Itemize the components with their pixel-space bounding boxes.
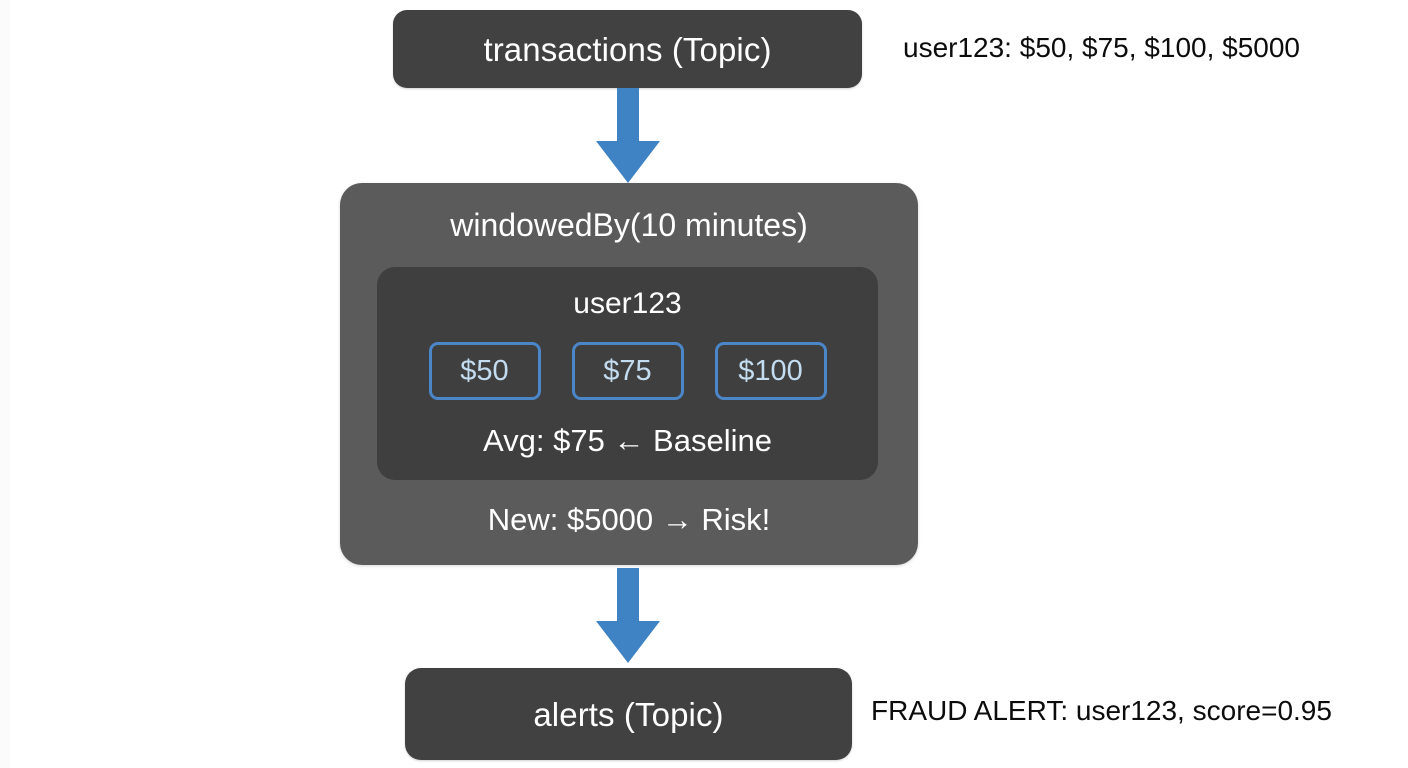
transactions-sample-note: user123: $50, $75, $100, $5000 [903,32,1301,63]
new-transaction-risk-text: New: $5000 → Risk! [487,502,771,537]
user-key-label: user123 [573,287,682,320]
alerts-topic-box[interactable]: alerts (Topic) [405,668,852,760]
windowed-processor-box[interactable]: windowedBy(10 minutes) user123 $50 $75 $… [340,183,918,565]
down-arrow-svg [596,88,660,183]
amount-chip[interactable]: $100 [714,342,827,400]
user-key-state-box[interactable]: user123 $50 $75 $100 Avg: $75 ← Baseline [377,267,878,480]
amount-chip[interactable]: $75 [571,342,684,400]
transactions-topic-box[interactable]: transactions (Topic) [393,10,862,88]
amount-chips-row: $50 $75 $100 [377,342,878,400]
down-arrow-svg [596,568,660,663]
down-arrow-icon-top [592,88,664,184]
alerts-topic-label: alerts (Topic) [533,695,724,733]
windowed-by-title: windowedBy(10 minutes) [450,207,808,243]
down-arrow-icon-bottom [592,568,664,664]
average-baseline-text: Avg: $75 ← Baseline [483,423,772,458]
left-edge-band [0,0,10,768]
transactions-topic-label: transactions (Topic) [483,30,772,68]
fraud-alert-note: FRAUD ALERT: user123, score=0.95 [871,695,1332,726]
amount-chip[interactable]: $50 [428,342,541,400]
